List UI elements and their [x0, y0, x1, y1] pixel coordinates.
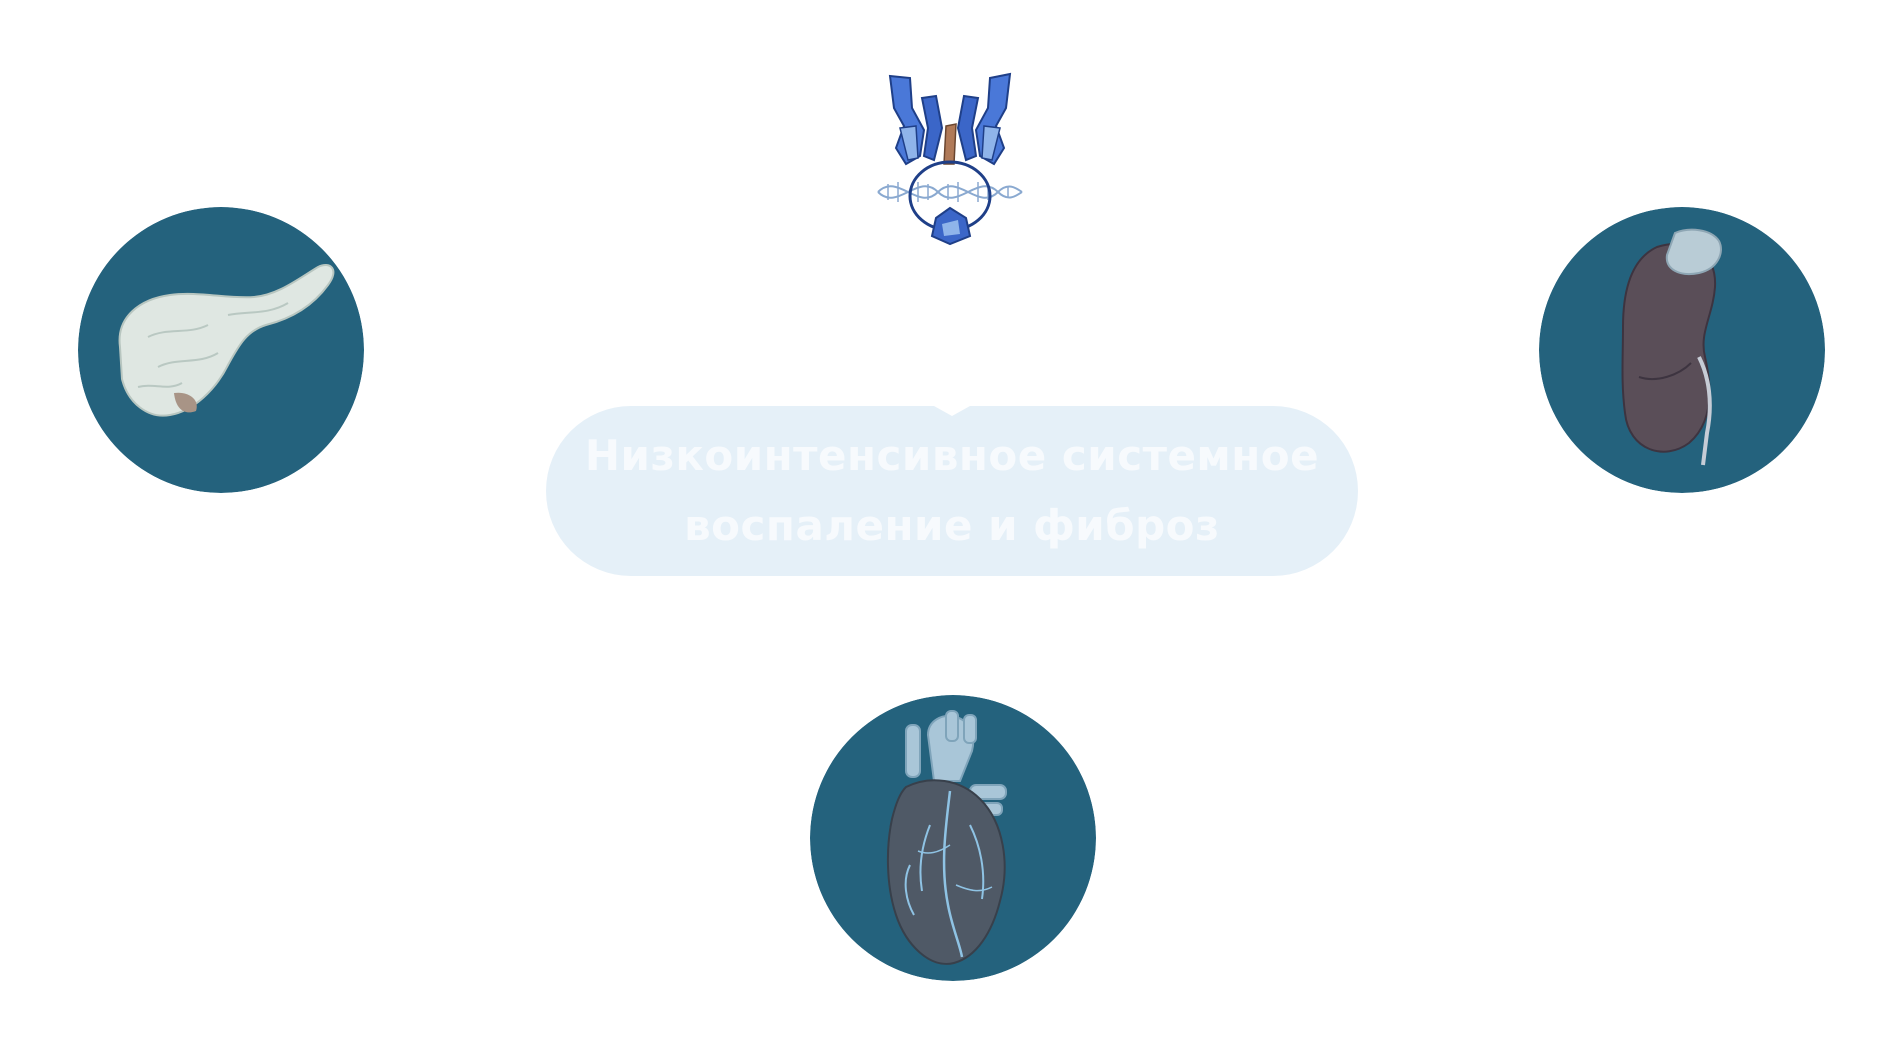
- dna-receptor-logo-icon: [876, 68, 1024, 246]
- pancreas-icon: [78, 207, 364, 493]
- center-label-pill: Низкоинтенсивное системное воспаление и …: [546, 396, 1358, 576]
- pill-notch-icon: [934, 396, 970, 416]
- heart-icon: [810, 695, 1096, 981]
- kidney-icon: [1539, 207, 1825, 493]
- center-label-text: Низкоинтенсивное системное воспаление и …: [584, 431, 1320, 550]
